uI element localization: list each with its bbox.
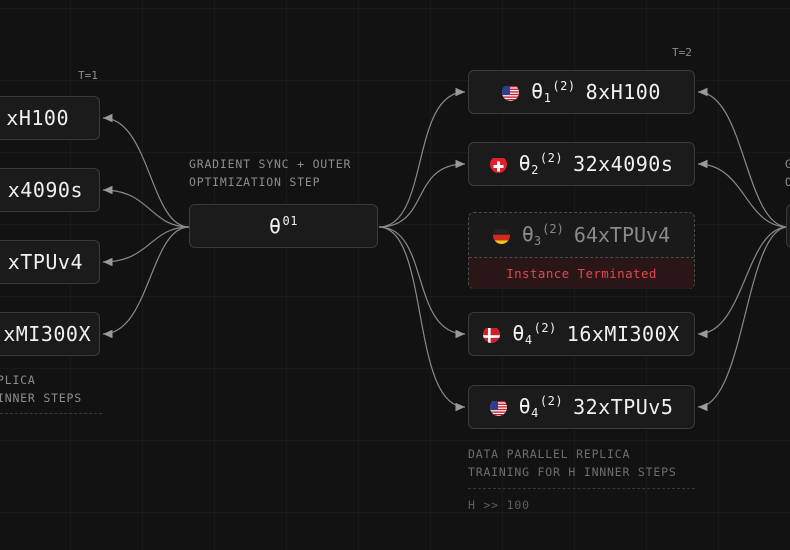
- right-node-5-theta: θ4(2): [518, 394, 564, 420]
- right-node-3: θ3(2) 64xTPUv4: [469, 213, 694, 258]
- left-node-2[interactable]: x4090s: [0, 168, 100, 212]
- right-footnote: H >> 100: [468, 498, 530, 512]
- wire-center-to-left-2: [102, 185, 190, 228]
- far-right-caption-line1: G: [785, 157, 790, 171]
- center-caption: GRADIENT SYNC + OUTER OPTIMIZATION STEP: [189, 155, 351, 191]
- left-node-4-label: xMI300X: [3, 322, 91, 346]
- us-flag-icon: [502, 84, 520, 101]
- right-node-5[interactable]: θ4(2) 32xTPUv5: [468, 385, 695, 429]
- right-node-1[interactable]: θ1(2) 8xH100: [468, 70, 695, 114]
- left-caption-line2: INNER STEPS: [0, 391, 82, 405]
- right-caption-line1: DATA PARALLEL REPLICA: [468, 447, 631, 461]
- right-divider: [468, 488, 695, 489]
- wire-center-to-right-5: [378, 226, 466, 412]
- right-node-2-theta: θ2(2): [518, 151, 564, 177]
- left-time-label: T=1: [78, 69, 98, 82]
- right-node-5-label: 32xTPUv5: [573, 395, 674, 419]
- left-node-1[interactable]: xH100: [0, 96, 100, 140]
- right-node-2-label: 32x4090s: [573, 152, 674, 176]
- center-caption-line1: GRADIENT SYNC + OUTER: [189, 157, 352, 171]
- wire-center-to-left-4: [102, 226, 190, 339]
- wire-farright-to-right-2: [697, 159, 789, 228]
- right-node-2-sup: (2): [539, 151, 564, 165]
- ch-flag-icon: [489, 156, 507, 173]
- right-node-1-theta: θ1(2): [531, 79, 576, 105]
- right-node-4-sub: 4: [524, 333, 533, 347]
- far-right-node[interactable]: [786, 204, 790, 248]
- wire-center-to-right-2: [378, 159, 466, 228]
- left-node-3[interactable]: xTPUv4: [0, 240, 100, 284]
- wire-farright-to-right-5: [697, 226, 789, 412]
- right-node-1-label: 8xH100: [585, 80, 661, 104]
- center-theta: θ01: [269, 214, 298, 238]
- wire-center-to-right-1: [378, 87, 466, 228]
- right-node-3-sup: (2): [542, 222, 564, 236]
- center-caption-line2: OPTIMIZATION STEP: [189, 175, 321, 189]
- wire-center-to-left-1: [102, 113, 190, 228]
- right-node-5-sup: (2): [539, 394, 564, 408]
- wire-farright-to-right-1: [697, 87, 789, 228]
- right-node-3-label: 64xTPUv4: [573, 223, 671, 247]
- right-node-4-label: 16xMI300X: [566, 322, 680, 346]
- wire-farright-to-right-4: [697, 226, 789, 339]
- left-node-4[interactable]: xMI300X: [0, 312, 100, 356]
- wire-center-to-left-3: [102, 226, 190, 267]
- instance-terminated-status: Instance Terminated: [469, 258, 694, 289]
- left-node-2-label: x4090s: [7, 178, 83, 202]
- left-node-3-label: xTPUv4: [7, 250, 83, 274]
- right-node-3-sub: 3: [533, 234, 542, 248]
- right-node-2-sub: 2: [531, 163, 539, 177]
- right-node-5-sub: 4: [531, 406, 539, 420]
- right-node-2[interactable]: θ2(2) 32x4090s: [468, 142, 695, 186]
- far-right-caption: G O: [785, 155, 790, 191]
- dk-flag-icon: [483, 326, 501, 343]
- left-node-1-label: xH100: [6, 106, 69, 130]
- right-node-3-terminated[interactable]: θ3(2) 64xTPUv4 Instance Terminated: [468, 212, 695, 289]
- right-node-4[interactable]: θ4(2) 16xMI300X: [468, 312, 695, 356]
- right-caption-line2: TRAINING FOR H INNNER STEPS: [468, 465, 677, 479]
- right-node-1-sup: (2): [552, 79, 576, 93]
- far-right-caption-line2: O: [785, 175, 790, 189]
- right-node-4-theta: θ4(2): [512, 321, 557, 347]
- wire-center-to-right-4: [378, 226, 466, 339]
- left-divider: [0, 413, 102, 414]
- de-flag-icon: [492, 227, 510, 244]
- right-node-1-sub: 1: [543, 91, 552, 105]
- center-node[interactable]: θ01: [189, 204, 378, 248]
- left-caption: PLICA INNER STEPS: [0, 371, 82, 407]
- right-time-label: T=2: [672, 46, 692, 59]
- right-node-4-sup: (2): [533, 321, 557, 335]
- right-caption: DATA PARALLEL REPLICA TRAINING FOR H INN…: [468, 445, 677, 481]
- right-node-3-theta: θ3(2): [521, 222, 564, 248]
- us-flag-icon: [489, 399, 507, 416]
- center-theta-symbol: θ: [269, 214, 282, 238]
- left-caption-line1: PLICA: [0, 373, 36, 387]
- center-theta-superscript: 01: [282, 214, 298, 228]
